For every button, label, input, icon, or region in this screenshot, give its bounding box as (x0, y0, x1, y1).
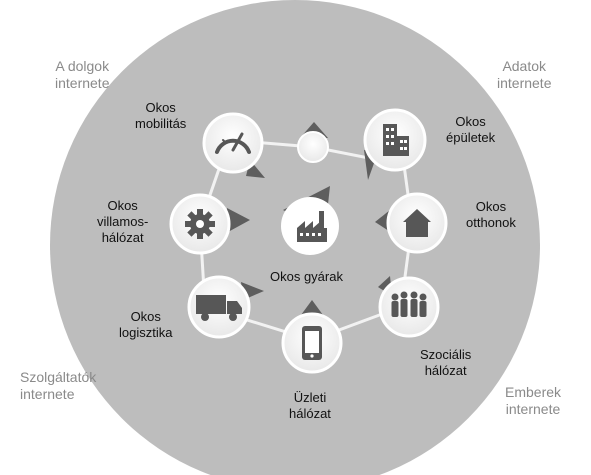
smartphone-icon (302, 326, 322, 360)
people-icon (391, 291, 427, 317)
truck-icon (196, 295, 242, 321)
top-hub (297, 122, 329, 163)
node-grid (169, 193, 250, 255)
factory-icon (297, 211, 327, 242)
node-mobility (202, 112, 265, 178)
node-business (281, 300, 343, 374)
house-icon (403, 209, 431, 237)
label-center: Okos gyárak (270, 269, 343, 284)
center-node (281, 186, 339, 255)
gear-icon (185, 209, 215, 239)
node-social (378, 276, 440, 338)
node-homes (375, 192, 448, 254)
node-buildings (363, 108, 427, 180)
node-logistics (187, 275, 264, 339)
speedometer-icon (215, 132, 251, 154)
buildings-icon (383, 124, 409, 156)
